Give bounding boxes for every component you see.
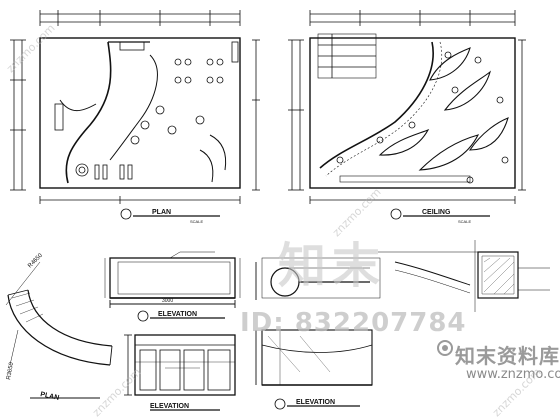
ceiling-title-text: CEILING	[422, 209, 451, 216]
elevation-bottom-title-text: ELEVATION	[150, 403, 189, 410]
plan-panel	[10, 10, 260, 204]
elevation-top-title: ELEVATION	[137, 310, 225, 322]
arc-plan-title: PLAN	[30, 391, 100, 402]
brand-logo-icon	[437, 340, 453, 356]
watermark-url: www.znzmo.com	[466, 367, 560, 382]
plan-title-text: PLAN	[152, 209, 171, 216]
elevation-bottom-title: ELEVATION	[150, 403, 220, 411]
arc-plan-panel	[5, 261, 113, 366]
elevation-bottom-panel	[124, 334, 236, 396]
elevation-width-dim: 3000	[162, 298, 173, 304]
detail-plan-panel	[255, 257, 381, 386]
watermark-logo-text: 知末	[278, 240, 387, 293]
section-detail-panel	[378, 240, 550, 312]
arc-radius-1: R4650	[27, 252, 44, 269]
watermark-id: ID: 832207784	[240, 308, 467, 338]
elevation-right-title-text: ELEVATION	[296, 399, 335, 406]
watermark-brand: 知末资料库	[455, 344, 560, 368]
ceiling-panel	[288, 10, 526, 204]
arc-plan-title-text: PLAN	[40, 391, 60, 402]
elevation-top-panel	[104, 251, 241, 308]
svg-text:SCALE: SCALE	[190, 219, 203, 224]
ceiling-title: CEILING SCALE	[390, 208, 490, 224]
elevation-top-title-text: ELEVATION	[158, 311, 197, 318]
elevation-right-title: ELEVATION	[274, 398, 360, 410]
svg-text:SCALE: SCALE	[458, 219, 471, 224]
arc-radius-2: R3650	[6, 361, 15, 380]
plan-title: PLAN SCALE	[120, 208, 220, 224]
